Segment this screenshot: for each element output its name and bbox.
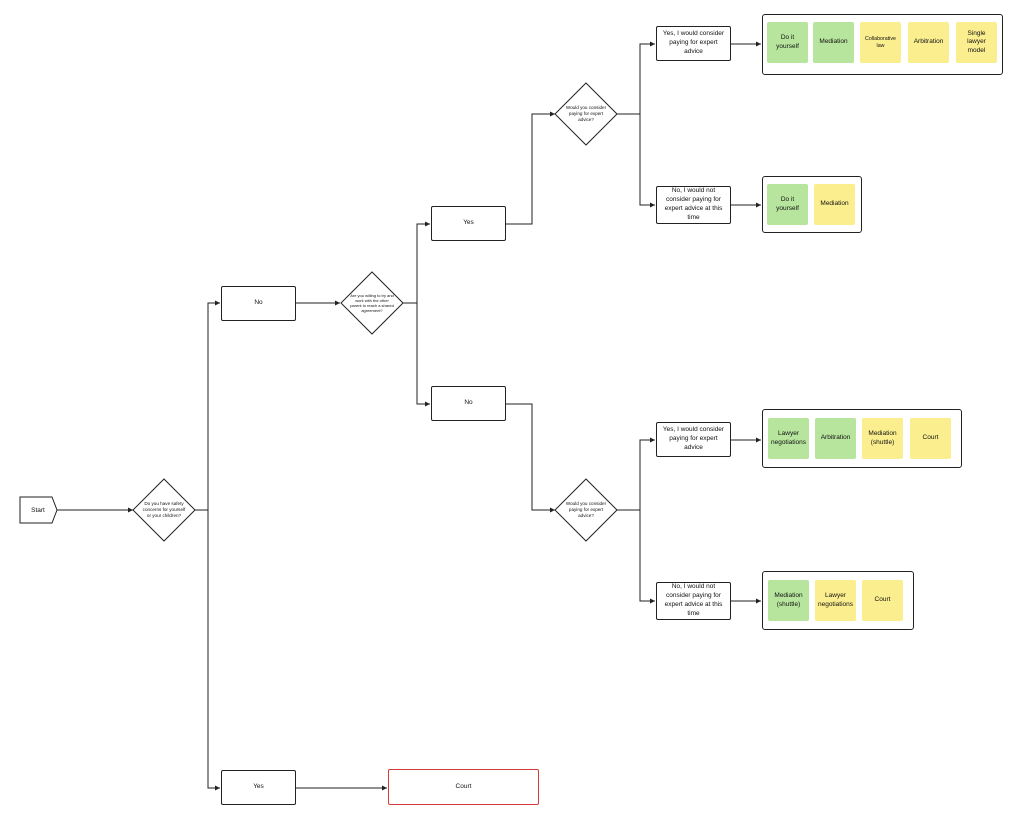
answer-yes-safety[interactable]: Yes <box>221 770 296 805</box>
option-do-it-yourself[interactable]: Do it yourself <box>767 22 808 63</box>
options-group-2: Do it yourself Mediation <box>762 176 862 233</box>
diamond-pay-top <box>554 82 618 146</box>
question-pay-expert-bottom[interactable]: Would you consider paying for expert adv… <box>565 501 607 518</box>
connector-safety-yes <box>207 510 220 791</box>
option-lawyer-negotiations[interactable]: Lawyer negotiations <box>815 580 856 621</box>
option-mediation-shuttle[interactable]: Mediation (shuttle) <box>768 580 809 621</box>
diamond-pay-bottom <box>554 478 618 542</box>
option-collaborative-law[interactable]: Collaborative law <box>860 22 901 63</box>
answer-no-safety[interactable]: No <box>221 286 296 321</box>
option-court[interactable]: Court <box>910 418 951 459</box>
options-group-1: Do it yourself Mediation Collaborative l… <box>762 14 1003 75</box>
start-shape <box>19 496 58 524</box>
connector-willingno-paybottom <box>506 403 555 513</box>
answer-pay-no-bottom[interactable]: No, I would not consider paying for expe… <box>656 582 731 620</box>
option-mediation[interactable]: Mediation <box>813 22 854 63</box>
diamond-willing <box>340 271 404 335</box>
option-lawyer-negotiations[interactable]: Lawyer negotiations <box>768 418 809 459</box>
answer-willing-yes[interactable]: Yes <box>431 206 506 241</box>
question-safety-concerns[interactable]: Do you have safety concerns for yourself… <box>142 501 186 518</box>
connector-paybottom-no <box>639 510 655 604</box>
answer-pay-no-top[interactable]: No, I would not consider paying for expe… <box>656 186 731 224</box>
option-court[interactable]: Court <box>862 580 903 621</box>
answer-pay-yes-top[interactable]: Yes, I would consider paying for expert … <box>656 26 731 61</box>
question-pay-expert-top[interactable]: Would you consider paying for expert adv… <box>565 105 607 122</box>
option-single-lawyer-model[interactable]: Single lawyer model <box>956 22 997 63</box>
option-arbitration[interactable]: Arbitration <box>815 418 856 459</box>
option-mediation-shuttle[interactable]: Mediation (shuttle) <box>862 418 903 459</box>
option-do-it-yourself[interactable]: Do it yourself <box>767 184 808 225</box>
connector-willing-yes <box>403 221 430 304</box>
options-group-3: Lawyer negotiations Arbitration Mediatio… <box>762 409 962 468</box>
option-mediation[interactable]: Mediation <box>814 184 855 225</box>
options-group-4: Mediation (shuttle) Lawyer negotiations … <box>762 571 914 630</box>
connector-paytop-no <box>639 114 655 208</box>
connector-willingyes-paytop <box>506 111 555 225</box>
outcome-court[interactable]: Court <box>388 769 539 805</box>
connector-paytop-yes <box>616 41 655 115</box>
connector-willing-no <box>416 303 430 407</box>
option-arbitration[interactable]: Arbitration <box>908 22 949 63</box>
connector-paybottom-yes <box>616 437 655 511</box>
question-willing-to-work[interactable]: Are you willing to try and work with the… <box>350 292 394 314</box>
start-terminal[interactable]: Start <box>31 506 45 514</box>
diamond-safety <box>132 478 196 542</box>
connector-safety-no <box>195 300 220 511</box>
answer-willing-no[interactable]: No <box>431 386 506 421</box>
answer-pay-yes-bottom[interactable]: Yes, I would consider paying for expert … <box>656 422 731 457</box>
